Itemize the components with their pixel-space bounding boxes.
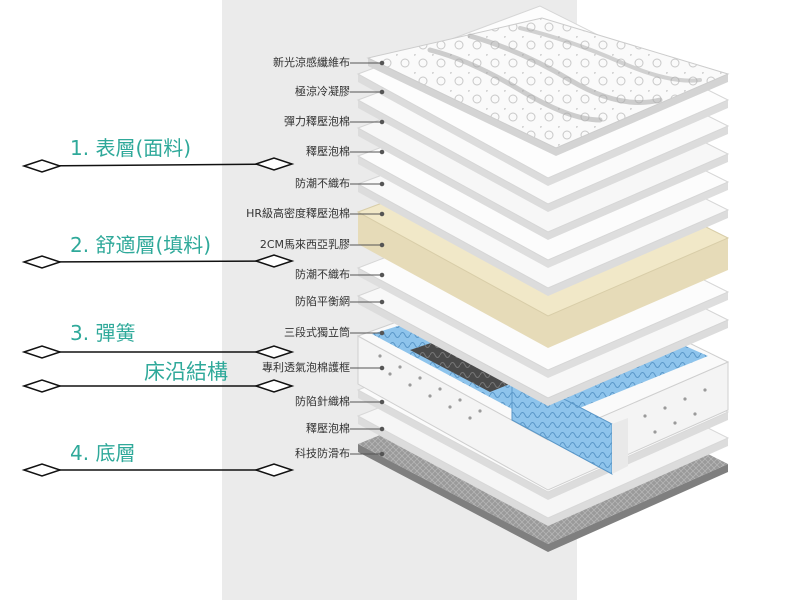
layer-label: 新光涼感纖維布	[273, 56, 350, 69]
section-title-surface: 1. 表層(面料)	[70, 136, 192, 160]
section-bracket-3	[21, 345, 295, 359]
layer-label: 彈力釋壓泡棉	[284, 115, 350, 128]
layer-label: 專利透氣泡棉護框	[262, 361, 350, 374]
layer-label: 防潮不織布	[295, 268, 350, 281]
section-bracket-1	[21, 157, 295, 173]
layer-label: 三段式獨立筒	[284, 326, 350, 339]
layer-label: 防潮不織布	[295, 177, 350, 190]
section-bracket-edge	[21, 379, 295, 393]
layer-label: 釋壓泡棉	[306, 145, 350, 158]
section-title-edge: 床沿結構	[144, 360, 228, 384]
leader-lines	[350, 60, 385, 457]
layer-label: 防陷針織棉	[295, 395, 350, 408]
layer-label: 釋壓泡棉	[306, 422, 350, 435]
layer-label: 2CM馬來西亞乳膠	[259, 238, 350, 251]
section-title-springs: 3. 彈簧	[70, 321, 136, 345]
layer-cooling-fabric	[366, 17, 730, 156]
layer-label: 極涼冷凝膠	[295, 85, 350, 98]
layer-label: 防陷平衡網	[295, 295, 350, 308]
layer-label: HR級高密度釋壓泡棉	[246, 207, 350, 220]
section-title-comfort: 2. 舒適層(填料)	[70, 233, 212, 257]
section-bracket-4	[21, 463, 295, 477]
section-title-base: 4. 底層	[70, 441, 136, 465]
section-bracket-2	[21, 254, 295, 269]
layer-label: 科技防滑布	[295, 447, 350, 460]
